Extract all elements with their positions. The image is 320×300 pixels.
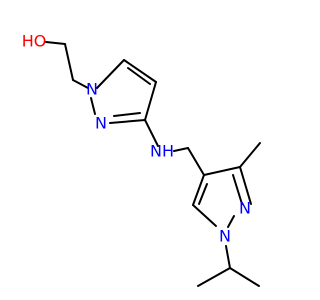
bond-c3-n2-outer	[239, 166, 252, 205]
bond-methyl	[239, 142, 261, 168]
bond-n2-n1	[227, 215, 235, 228]
bond-n1-c5	[96, 59, 125, 89]
bond-c3-nh	[144, 119, 159, 147]
bond-c4-c3	[144, 81, 157, 121]
bond-ch2-n1	[72, 79, 89, 89]
bond-n1-ch	[225, 245, 231, 269]
amine-label: NH	[150, 142, 174, 161]
molecule-structure: HO N N NH N N	[22, 32, 261, 287]
bond-c3-n2-inner	[113, 112, 141, 117]
pyrazole-1-n2-label: N	[95, 114, 107, 133]
pyrazole-2-n2-label: N	[239, 199, 251, 218]
pyrazole-2-n1-label: N	[219, 227, 231, 246]
molecule-diagram: HO N N NH N N	[21, 31, 261, 287]
bond-n1-c5	[192, 204, 217, 227]
bond-n2-n1	[90, 97, 96, 115]
bond-c3-n2-outer	[109, 119, 146, 124]
bond-ch2-c4	[187, 147, 205, 176]
bond-ch2-ch2	[64, 43, 74, 81]
bond-c4-c3	[203, 166, 241, 176]
bond-c3-n2-inner	[232, 174, 243, 205]
bond-o-ch2	[45, 41, 66, 45]
bond-c5-c4-inner	[198, 183, 208, 205]
bond-c5-c4-outer	[192, 174, 205, 206]
bond-c5-c4-outer	[123, 59, 157, 83]
hydroxyl-label: HO	[22, 32, 47, 51]
bond-c5-c4-inner	[127, 67, 151, 85]
bond-ch-me-left	[197, 267, 231, 287]
bond-ch-me-right	[229, 267, 260, 287]
bond-nh-ch2	[173, 147, 189, 152]
pyrazole-1-n1-label: N	[86, 80, 98, 99]
